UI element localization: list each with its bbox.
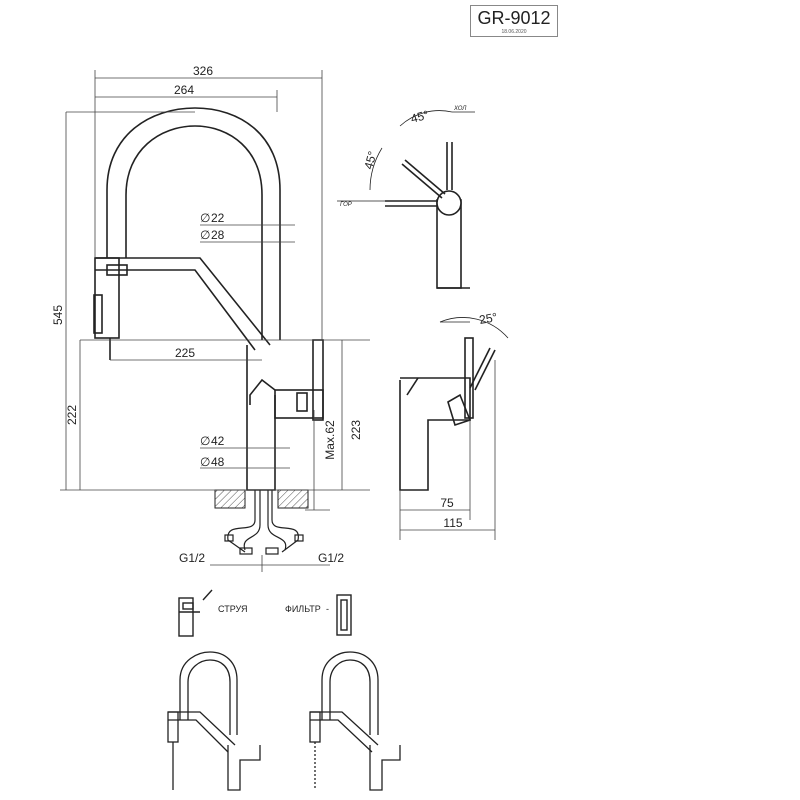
diameter-symbol: ∅: [200, 228, 210, 242]
dim-body-inner: 42: [211, 434, 225, 448]
diameter-symbol: ∅: [200, 434, 210, 448]
supply-hoses: [224, 490, 304, 555]
dim-reach: 264: [174, 83, 194, 97]
dim-hose-outer: 28: [211, 228, 225, 242]
dimension-lines: [60, 70, 370, 572]
dim-body-height: 223: [349, 420, 363, 440]
cold-label: ХОЛ: [453, 106, 467, 112]
angle-cold: 45°: [409, 108, 430, 126]
mode-filter-dash: -: [326, 604, 329, 614]
diameter-symbol: ∅: [200, 455, 210, 469]
title-block: GR-9012 18.06.2020: [470, 5, 558, 37]
dim-total-height: 545: [51, 305, 65, 325]
countertop-section: [214, 489, 309, 509]
dim-total-width: 326: [193, 64, 213, 78]
dim-max-deck: Max.62: [323, 420, 337, 460]
dim-lever-offset: 75: [440, 496, 454, 510]
drawing-date: 18.06.2020: [501, 29, 527, 35]
diameter-symbol: ∅: [200, 211, 210, 225]
model-code: GR-9012: [477, 8, 551, 28]
hot-label: ГОР: [340, 202, 352, 208]
dim-side-depth: 115: [443, 516, 462, 530]
dim-body-outer: 48: [211, 455, 225, 469]
mode-switch-detail: [178, 589, 352, 637]
variant-filter-mode: [309, 651, 401, 791]
angle-hot: 45°: [361, 149, 379, 170]
variant-jet-mode: [167, 651, 261, 791]
connection-right: G1/2: [318, 551, 344, 565]
dim-spray-length: 225: [175, 346, 195, 360]
lever-top-view: [337, 110, 475, 289]
dim-spout-height: 222: [65, 405, 79, 425]
main-faucet-outline: [93, 107, 324, 491]
side-dimension-lines: [399, 360, 496, 540]
mode-jet-label: СТРУЯ: [218, 604, 248, 614]
side-view: [399, 317, 509, 491]
angle-tilt: 25°: [478, 310, 498, 327]
connection-left: G1/2: [179, 551, 205, 565]
mode-filter-label: ФИЛЬТР: [285, 604, 321, 614]
dim-hose-inner: 22: [211, 211, 225, 225]
